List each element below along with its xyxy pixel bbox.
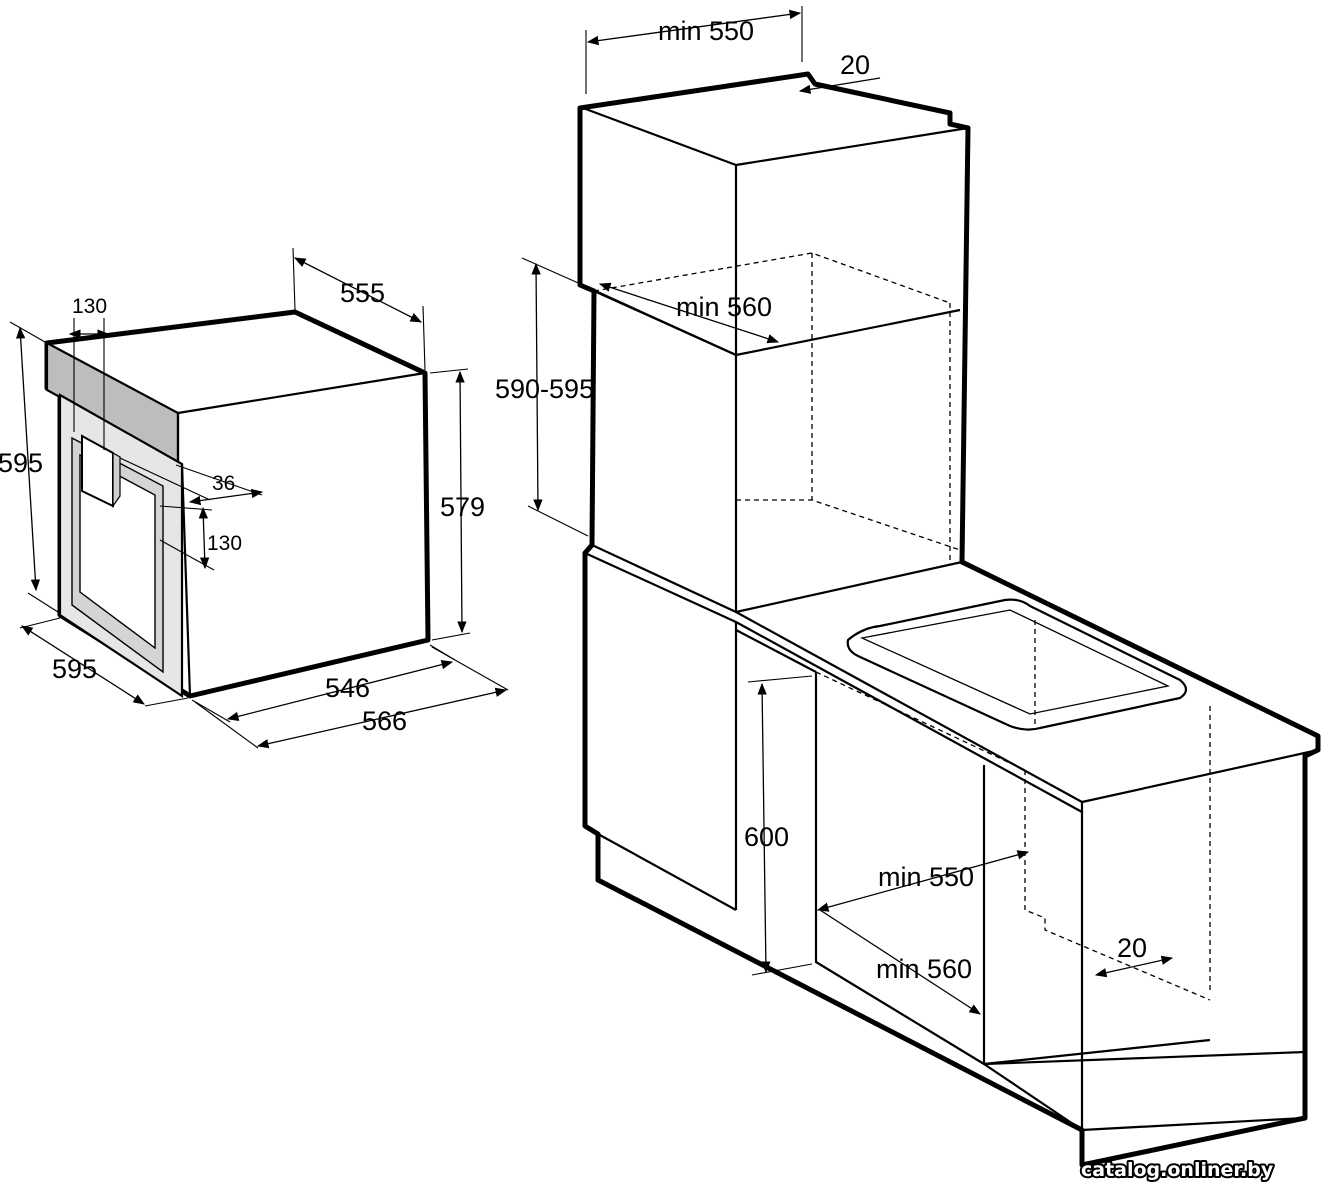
dim-upper-min-550: min 550 [658, 16, 754, 46]
worktop-outline [595, 559, 1321, 1168]
dim-upper-20: 20 [840, 50, 870, 80]
dim-upper-min-560: min 560 [676, 292, 772, 322]
dim-panel-130-top: 130 [72, 295, 107, 318]
dim-oven-depth-566: 566 [362, 706, 407, 736]
watermark: catalog.onliner.by catalog.onliner.by [1079, 1157, 1276, 1183]
dim-lower-600: 600 [744, 822, 789, 852]
dim-lower-20: 20 [1117, 933, 1147, 963]
svg-text:catalog.onliner.by: catalog.onliner.by [1081, 1159, 1274, 1181]
installation-drawing: min 550 20 min 560 590-595 600 min 550 m… [495, 6, 1321, 1168]
dim-oven-height-579: 579 [440, 492, 485, 522]
dim-oven-depth-546: 546 [325, 673, 370, 703]
column-outline [577, 71, 971, 565]
dim-oven-depth-555: 555 [340, 278, 385, 308]
watermark-text: catalog.onliner.by [1081, 1159, 1274, 1181]
dim-lower-min-550: min 550 [878, 862, 974, 892]
dim-oven-height-595: 595 [0, 448, 43, 478]
oven-top-edge [177, 371, 426, 415]
dim-niche-590-595: 590-595 [495, 374, 594, 404]
hob-cutout [846, 598, 1188, 731]
dim-oven-width-595: 595 [52, 654, 97, 684]
oven-drawing: 595 595 555 579 546 566 130 36 130 [0, 247, 509, 749]
dim-panel-36: 36 [212, 472, 235, 495]
dim-lower-min-560: min 560 [876, 954, 972, 984]
dim-panel-130-side: 130 [207, 532, 242, 555]
